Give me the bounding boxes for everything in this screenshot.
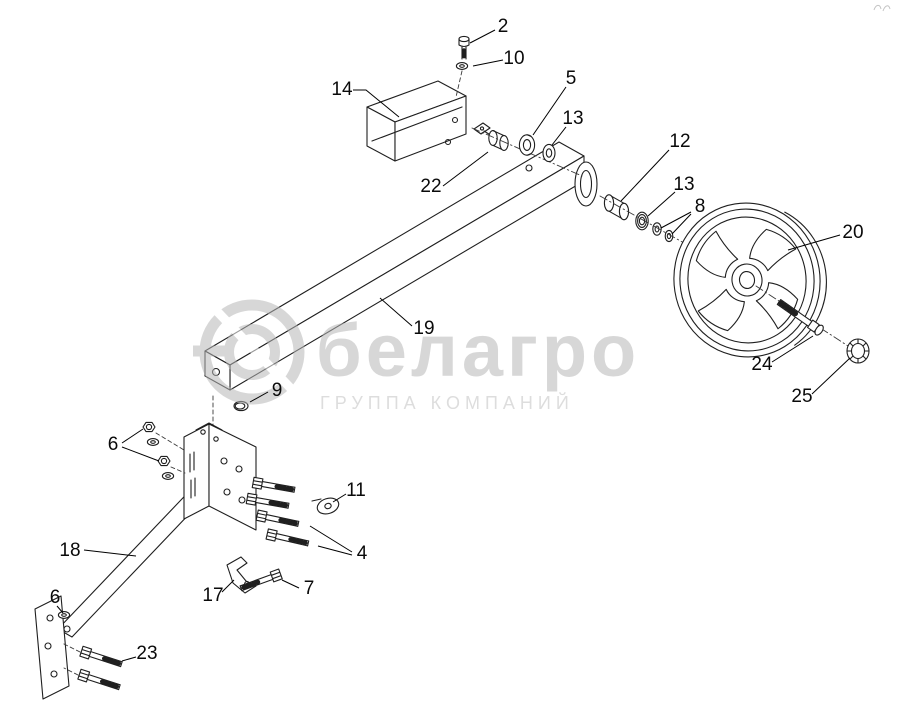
callout-label: 14 xyxy=(331,79,353,100)
callout-24: 24 xyxy=(751,335,814,375)
callout-14: 14 xyxy=(331,79,400,118)
callout-label: 7 xyxy=(304,578,315,599)
part-bracket xyxy=(183,422,257,531)
callout-label: 22 xyxy=(420,176,441,197)
part-bearing-13-lower xyxy=(635,211,649,231)
watermark: белагро ГРУППА КОМПАНИЙ xyxy=(193,299,640,413)
callout-22: 22 xyxy=(420,151,489,197)
callout-label: 2 xyxy=(498,16,509,37)
part-plate-bottom xyxy=(34,595,70,700)
watermark-title: белагро xyxy=(316,309,640,392)
callout-13-lower: 13 xyxy=(647,174,695,217)
callout-label: 13 xyxy=(673,174,694,195)
part-axle-24 xyxy=(755,285,849,347)
callout-label: 24 xyxy=(751,354,773,375)
callout-label: 17 xyxy=(202,585,223,606)
part-washer-13-upper xyxy=(542,143,556,163)
part-washer-10 xyxy=(455,62,469,98)
callout-5: 5 xyxy=(532,68,577,136)
callout-11: 11 xyxy=(332,480,366,503)
part-bolts-4 xyxy=(256,510,309,548)
callout-label: 10 xyxy=(503,48,524,69)
callout-layer: 2 10 14 5 13 22 12 13 xyxy=(50,16,864,664)
callout-label: 18 xyxy=(59,540,80,561)
part-spacer-12 xyxy=(603,194,630,221)
callout-6-upper: 6 xyxy=(108,428,160,462)
callout-9: 9 xyxy=(249,380,283,403)
callout-6-lower: 6 xyxy=(50,587,64,614)
callout-label: 9 xyxy=(272,380,283,401)
callout-17: 17 xyxy=(202,579,235,606)
watermark-subtitle: ГРУППА КОМПАНИЙ xyxy=(320,392,574,413)
part-roller-22 xyxy=(471,122,583,177)
callout-13-upper: 13 xyxy=(551,108,584,146)
part-cap-25 xyxy=(846,338,870,364)
callout-label: 19 xyxy=(413,318,434,339)
callout-label: 20 xyxy=(842,222,863,243)
callout-20: 20 xyxy=(787,222,864,251)
part-screw-2 xyxy=(458,35,470,60)
callout-label: 5 xyxy=(566,68,577,89)
callout-label: 6 xyxy=(50,587,61,608)
callout-label: 12 xyxy=(669,131,690,152)
callout-10: 10 xyxy=(472,48,525,69)
part-wheel-20 xyxy=(673,202,827,358)
callout-7: 7 xyxy=(281,578,315,599)
corner-mark xyxy=(873,4,891,12)
part-bolts-23 xyxy=(61,642,123,692)
callout-8: 8 xyxy=(660,196,706,235)
part-bearing-5 xyxy=(518,134,536,156)
callout-label: 23 xyxy=(136,643,157,664)
callout-2: 2 xyxy=(469,16,509,44)
callout-label: 6 xyxy=(108,434,119,455)
callout-label: 11 xyxy=(346,480,366,501)
part-nuts-6-upper xyxy=(142,421,186,480)
callout-label: 25 xyxy=(791,386,812,407)
callout-label: 8 xyxy=(695,196,706,217)
callout-4: 4 xyxy=(309,525,368,564)
callout-19: 19 xyxy=(379,297,435,339)
callout-25: 25 xyxy=(791,357,851,407)
part-cover-14 xyxy=(366,80,467,162)
part-washer-6-bottom xyxy=(57,611,71,619)
callout-label: 4 xyxy=(357,543,368,564)
callout-23: 23 xyxy=(121,643,158,664)
watermark-logo xyxy=(193,299,305,405)
callout-label: 13 xyxy=(562,108,583,129)
callout-18: 18 xyxy=(59,540,137,561)
callout-12: 12 xyxy=(620,131,691,202)
